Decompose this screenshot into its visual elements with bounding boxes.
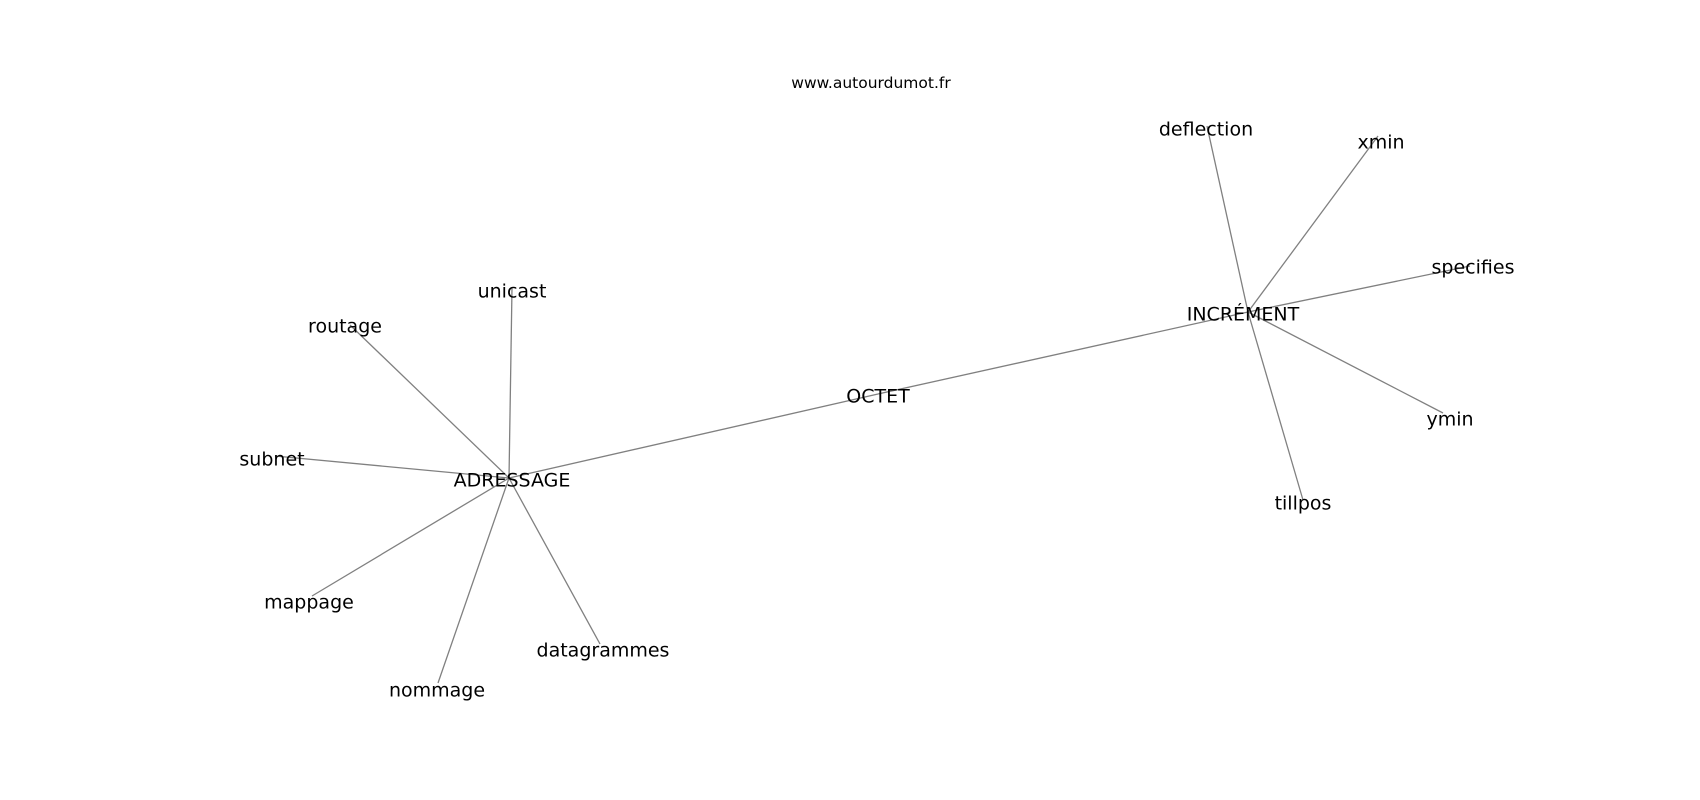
edge-adressage-mappage: [311, 477, 510, 597]
node-label-octet: OCTET: [846, 386, 910, 408]
node-label-xmin: xmin: [1357, 132, 1404, 154]
edge-increment-xmin: [1247, 135, 1379, 313]
edges-layer: [274, 125, 1471, 684]
node-label-unicast: unicast: [478, 281, 547, 303]
watermark-text: www.autourdumot.fr: [791, 74, 951, 92]
edge-increment-ymin: [1247, 311, 1444, 414]
node-label-mappage: mappage: [264, 592, 354, 614]
edge-adressage-subnet: [274, 455, 510, 479]
edge-adressage-nommage: [437, 477, 510, 684]
edge-adressage-routage: [349, 324, 510, 479]
node-label-datagrammes: datagrammes: [537, 640, 670, 662]
node-label-nommage: nommage: [389, 680, 485, 702]
node-label-specifies: specifies: [1432, 257, 1515, 279]
edge-adressage-unicast: [508, 287, 513, 479]
node-label-deflection: deflection: [1159, 119, 1253, 141]
edge-increment-deflection: [1206, 125, 1249, 313]
node-label-routage: routage: [308, 316, 382, 338]
node-label-subnet: subnet: [239, 449, 304, 471]
edge-increment-tillpos: [1247, 311, 1304, 501]
edge-octet-increment: [877, 311, 1249, 395]
node-label-ymin: ymin: [1426, 409, 1473, 431]
node-label-adressage: ADRESSAGE: [454, 470, 571, 492]
node-label-increment: INCRÉMENT: [1187, 303, 1300, 326]
edge-increment-specifies: [1247, 265, 1471, 313]
labels-layer: ADRESSAGE OCTET INCRÉMENT unicast routage sub…: [239, 119, 1514, 702]
node-label-tillpos: tillpos: [1275, 493, 1332, 515]
edge-adressage-datagrammes: [508, 477, 601, 645]
edge-adressage-octet: [508, 393, 879, 479]
